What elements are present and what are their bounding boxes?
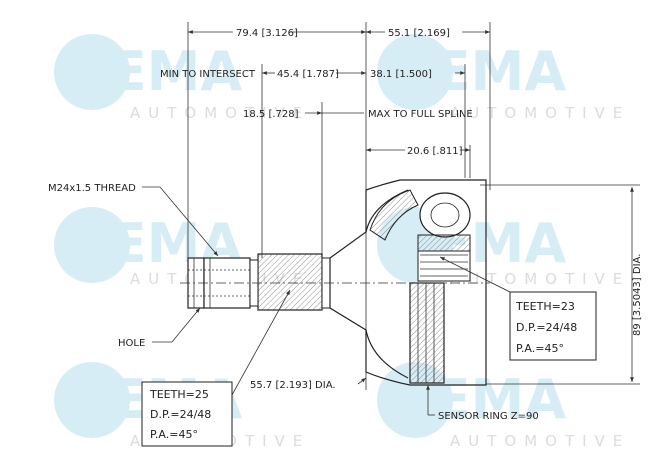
watermark-sub-text: AUTOMOTIVE (450, 104, 630, 122)
dim-79-4: 79.4 [3.126] (236, 28, 298, 39)
dim-55-1: 55.1 [2.169] (388, 28, 450, 39)
watermark-brand-text: VEMA (392, 40, 566, 103)
pa-left: P.A.=45° (150, 428, 198, 441)
teeth-box-left (141, 381, 233, 447)
dimension-lines (188, 30, 634, 382)
shaft-spline-section (249, 253, 331, 311)
watermark-sub-text: AUTOMOTIVE (450, 270, 630, 288)
dp-left: D.P.=24/48 (150, 408, 211, 421)
thread-label: M24x1.5 THREAD (48, 183, 136, 194)
teeth-box-left-text: TEETH=25 D.P.=24/48 P.A.=45° (149, 388, 211, 441)
teeth-right: TEETH=23 (515, 300, 575, 313)
hole-label: HOLE (118, 338, 145, 349)
dp-right: D.P.=24/48 (516, 321, 577, 334)
min-intersect-label: MIN TO INTERSECT (160, 69, 256, 80)
max-spline-label: MAX TO FULL SPLINE (368, 109, 473, 120)
watermark-logo-top-left: VEMA AUTOMOTIVE (54, 34, 310, 122)
pa-right: P.A.=45° (516, 342, 564, 355)
watermark-sub-text: AUTOMOTIVE (130, 104, 310, 122)
teeth-box-right (509, 291, 597, 361)
callout-leaders (142, 186, 511, 416)
sensor-ring (409, 282, 445, 384)
teeth-box-right-text: TEETH=23 D.P.=24/48 P.A.=45° (515, 300, 577, 355)
watermark-group: VEMA AUTOMOTIVE VEMA AUTOMOTIVE VEMA AUT… (54, 34, 630, 450)
watermark-brand-text: VEMA (68, 40, 242, 103)
watermark-logo-top-right: VEMA AUTOMOTIVE (377, 34, 630, 122)
cage-section (369, 189, 471, 282)
dim-55-7-dia: 55.7 [2.193] DIA. (250, 380, 336, 391)
dimension-labels: 79.4 [3.126] 55.1 [2.169] MIN TO INTERSE… (48, 28, 643, 422)
dim-45-4: 45.4 [1.787] (277, 69, 339, 80)
watermark-sub-text: AUTOMOTIVE (450, 432, 630, 450)
dim-89-dia: 89 [3.5043] DIA. (632, 254, 643, 336)
dim-20-6: 20.6 [.811] (407, 146, 463, 157)
dim-38-1: 38.1 [1.500] (370, 69, 432, 80)
watermark-logo-mid-right: VEMA AUTOMOTIVE (377, 207, 630, 288)
sensor-ring-label: SENSOR RING Z=90 (438, 411, 539, 422)
teeth-left: TEETH=25 (149, 388, 209, 401)
dim-18-5: 18.5 [.728] (243, 109, 299, 120)
